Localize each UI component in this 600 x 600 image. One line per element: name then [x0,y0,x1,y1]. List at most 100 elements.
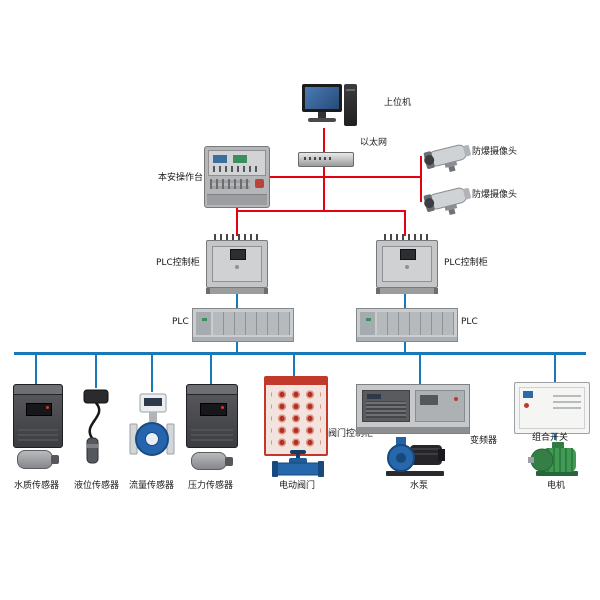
plc-cabinet-left [206,234,268,294]
label-host-pc: 上位机 [384,98,412,108]
tower-drive-slot [346,89,355,91]
console-screen-left [213,155,227,163]
red-line-console-to-left-cabinet [236,204,238,236]
cabinet-feet [376,288,438,294]
cabinet-display [400,249,416,260]
flow-sensor-icon [129,393,175,456]
blue-line-right-rack-to-bus [404,340,406,352]
label-water-pump: 水泵 [410,481,429,491]
combo-door-frame [519,387,585,429]
console-panel [208,150,266,176]
host-pc-monitor [302,84,342,112]
red-line-to-right-cabinet [404,210,406,236]
probe-fitting [225,457,233,466]
plc-rail [193,337,293,341]
label-camera-top: 防爆摄像头 [472,147,518,157]
vfd-keypad [420,395,438,405]
vfd-panel-right [415,390,465,422]
monitor-stand [318,112,326,118]
label-vfd: 变频器 [470,436,498,446]
vfd-display [367,394,381,399]
explosion-proof-camera-top-icon [423,144,471,173]
blue-drop-water-quality [35,355,37,384]
plc-io-modules [213,312,290,335]
sensor-box-window [26,403,52,416]
label-camera-bottom: 防爆摄像头 [472,190,518,200]
label-level-sensor: 液位传感器 [74,481,120,491]
label-ethernet: 以太网 [360,138,388,148]
cabinet-lock [405,265,409,269]
water-quality-probe [17,450,59,469]
cabinet-body [206,240,268,288]
host-pc-tower [344,84,357,126]
sensor-led [46,406,49,409]
red-line-horizontal-bus [236,210,406,212]
label-pressure-sensor: 压力传感器 [188,481,234,491]
label-water-quality-sensor: 水质传感器 [14,481,60,491]
label-combination-switch: 组合开关 [532,433,569,443]
cabinet-terminals [214,234,260,240]
label-plc-cabinet-right: PLC控制柜 [444,258,488,268]
blue-drop-pressure [210,355,212,384]
plc-rack-right [356,308,458,342]
water-pump-icon [386,437,445,476]
label-plc-right: PLC [461,317,478,327]
cabinet-terminals [384,234,430,240]
plc-io-modules [377,312,454,335]
combination-switch-cabinet [514,382,590,434]
ethernet-switch [298,152,354,167]
console-button-grid [210,179,250,189]
sensor-box-ridges [18,429,58,441]
water-quality-sensor-box [13,384,63,448]
blue-drop-combo-switch [554,355,556,382]
electric-valve-icon [272,450,324,477]
plc-run-led [202,318,207,321]
label-console: 本安操作台 [158,173,204,183]
red-line-console-to-cameras [266,176,422,178]
plc-power-module [360,312,375,335]
console-emergency-button [255,179,264,188]
cabinet-feet [206,288,268,294]
probe-fitting [51,455,59,464]
combo-vents [553,393,581,409]
monitor-screen [305,87,339,109]
red-line-switch-down [323,166,325,212]
label-electric-valve: 电动阀门 [279,481,316,491]
blue-drop-level [95,355,97,388]
plc-rack-left [192,308,294,342]
label-plc-cabinet-left: PLC控制柜 [156,258,200,268]
vfd-indicator [454,397,458,401]
red-line-camera-riser [420,156,422,202]
pressure-probe [191,452,233,470]
cabinet-lock [235,265,239,269]
label-motor: 电机 [547,481,566,491]
label-valve-control-cabinet: 阀门控制柜 [328,429,374,439]
sensor-box-ridges [191,429,233,441]
vfd-base [357,427,469,433]
plc-run-led [366,318,371,321]
motor-icon [528,442,578,476]
blue-line-right-cabinet-to-rack [404,294,406,308]
valve-control-cabinet [264,376,328,456]
vfd-cabinet [356,384,470,434]
blue-fieldbus-main [14,352,586,355]
cabinet-display [230,249,246,260]
explosion-proof-camera-bottom-icon [423,187,471,216]
cabinet-body [376,240,438,288]
switch-port-leds [304,157,334,160]
blue-drop-flow [151,355,153,392]
sensor-box-window [199,403,227,416]
level-sensor-icon [83,389,109,464]
sensor-box-cap [14,385,62,395]
safe-operator-console [204,146,270,208]
console-screen-right [233,155,247,163]
blue-drop-vfd [419,355,421,384]
label-flow-sensor: 流量传感器 [129,481,175,491]
plc-cabinet-right [376,234,438,294]
red-line-monitor-to-switch [323,128,325,155]
console-keypad [213,166,261,172]
blue-line-left-cabinet-to-rack [236,294,238,308]
sensor-box-cap [187,385,237,395]
combo-display [523,391,533,398]
